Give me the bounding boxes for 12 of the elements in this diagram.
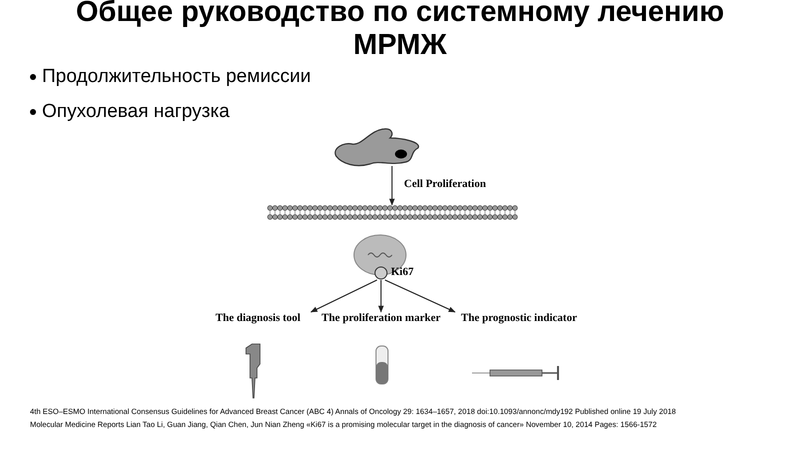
arrow <box>389 166 395 206</box>
arrow <box>378 280 384 313</box>
caption-text: The proliferation marker <box>318 312 444 326</box>
marker-label: Ki67 <box>391 266 414 278</box>
bullet-item: Опухолевая нагрузка <box>42 101 230 122</box>
edge-label: Cell Proliferation <box>404 178 486 190</box>
caption-text: The prognostic indicator <box>455 312 583 326</box>
arrow <box>384 280 456 312</box>
slide-title: Общее руководство по системному лечению МРМЖ <box>74 0 726 62</box>
bullet-item: Продолжительность ремиссии <box>42 66 311 87</box>
caption-text: The diagnosis tool <box>205 312 311 326</box>
arrow <box>310 280 378 312</box>
